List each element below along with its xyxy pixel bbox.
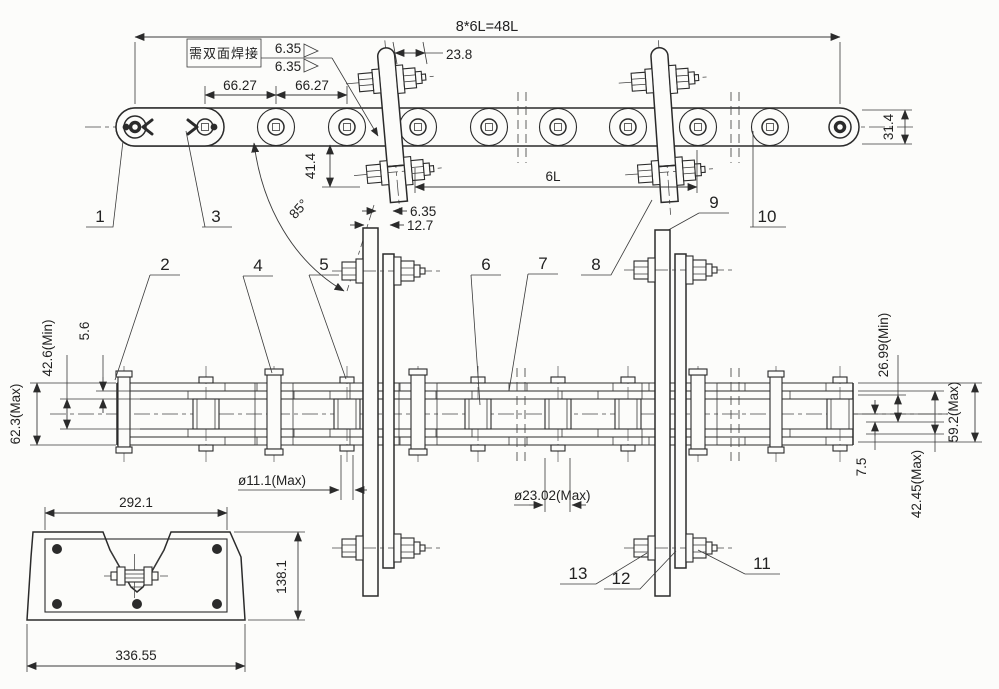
bracket-panel	[44, 538, 228, 613]
dim-pitch: 66.27 66.27	[204, 78, 348, 104]
dim-offset: 7.5	[854, 458, 869, 477]
break-lines-plan	[516, 368, 740, 461]
dim-6l-text: 6L	[545, 169, 561, 184]
dim-outer-max: 62.3(Max)	[8, 384, 23, 445]
part-label-7: 7	[538, 254, 547, 273]
dim-33655-text: 336.55	[115, 648, 156, 663]
part-label-12: 12	[612, 569, 631, 588]
part-label-11: 11	[753, 554, 771, 573]
callout-7: 7	[508, 254, 558, 392]
part-label-13: 13	[569, 564, 588, 583]
att1-bolt-bottom	[332, 533, 444, 563]
dim-overall-text: 8*6L=48L	[456, 19, 519, 35]
callout-1: 1	[86, 140, 124, 228]
pin-heads	[198, 376, 848, 452]
dim-1381-text: 138.1	[274, 560, 289, 594]
connecting-link	[115, 107, 225, 147]
dim-overall-length: 8*6L=48L	[134, 19, 841, 104]
callout-9: 9	[662, 193, 729, 234]
weld-note-text: 需双面焊接	[189, 46, 259, 61]
weld-callout: 需双面焊接 6.35 6.35	[186, 38, 379, 137]
att1-bolt-top	[332, 256, 444, 286]
callout-10: 10	[750, 131, 786, 228]
rollers	[192, 376, 854, 452]
plain-pins	[115, 370, 785, 454]
plan-view-section: 62.3(Max) 42.6(Min) 5.6 59.2(Max) 42.45(…	[8, 199, 982, 597]
dim-bracket-inner: 292.1	[44, 495, 228, 530]
bracket-end-view: 292.1 336.55 138.1	[26, 495, 305, 672]
part-label-9: 9	[709, 193, 718, 212]
bolt-bottom	[365, 155, 435, 186]
dim-attwidth-text: 23.8	[446, 47, 472, 62]
bracket-holes	[52, 544, 222, 609]
dim-pin-diameter: ø11.1(Max)	[238, 455, 367, 500]
dim-635-text: 6.35	[410, 204, 436, 219]
att2-bolt-bottom	[624, 533, 736, 563]
dims-right: 59.2(Max) 42.45(Max) 26.99(Min) 7.5	[853, 313, 982, 518]
dim-attachment-width: 23.8	[392, 41, 472, 65]
dim-angle-text: 85°	[286, 196, 311, 221]
callout-2: 2	[114, 255, 180, 381]
dim-plate-thickness: 6.35 12.7	[350, 204, 436, 233]
att2-bolt-top	[624, 255, 736, 285]
callout-12: 12	[604, 550, 677, 590]
dim-roller-diameter: ø23.02(Max)	[514, 458, 591, 512]
dim-bracket-overall: 336.55	[26, 624, 246, 672]
dim-pin-dia-text: ø11.1(Max)	[238, 473, 306, 488]
callout-11: 11	[697, 549, 780, 575]
dim-plate-thk: 5.6	[77, 322, 92, 341]
callout-13: 13	[560, 552, 648, 585]
weld-size-lower: 6.35	[275, 59, 301, 74]
part-label-4: 4	[253, 256, 262, 275]
dim-bracket-height: 138.1	[234, 531, 305, 621]
part-label-8: 8	[591, 255, 600, 274]
callout-5: 5	[308, 255, 347, 380]
dim-pitch-b: 66.27	[295, 78, 329, 93]
top-view-elevation: 8*6L=48L 66.27 66.27 需双面焊接 6.35 6.35 23.…	[85, 19, 915, 292]
cotter-pin-marks	[122, 118, 218, 136]
dim-roller-dia-text: ø23.02(Max)	[514, 488, 591, 503]
part-label-6: 6	[481, 255, 490, 274]
connecting-pin-assemblies	[254, 368, 718, 456]
dim-attachment-drop: 41.4	[303, 144, 360, 188]
callout-8: 8	[581, 199, 653, 276]
dim-inner-min: 42.6(Min)	[40, 319, 55, 376]
callout-4: 4	[242, 256, 273, 374]
dim-plate-height: 31.4	[862, 109, 912, 145]
bolt-top	[630, 64, 700, 95]
part-label-2: 2	[160, 255, 169, 274]
part-label-10: 10	[758, 207, 777, 226]
dim-127-text: 12.7	[407, 218, 433, 233]
dims-left: 62.3(Max) 42.6(Min) 5.6	[8, 319, 190, 446]
dim-31-text: 31.4	[881, 113, 896, 140]
dim-414-text: 41.4	[303, 152, 318, 179]
dim-roller-max: 42.45(Max)	[909, 450, 924, 518]
part-label-3: 3	[211, 207, 220, 226]
chain-pins	[123, 115, 852, 139]
break-lines-top	[517, 92, 740, 163]
weld-size-upper: 6.35	[275, 41, 301, 56]
part-label-1: 1	[95, 207, 104, 226]
dim-attachment-pitch: 6L	[414, 150, 698, 193]
callout-3: 3	[185, 130, 232, 228]
attachment-plates-side	[332, 227, 736, 597]
dim-pitch-a: 66.27	[223, 78, 257, 93]
part-label-5: 5	[319, 255, 328, 274]
dim-2921-text: 292.1	[119, 495, 153, 510]
dim-over-pins: 59.2(Max)	[946, 382, 961, 443]
callout-6: 6	[470, 255, 501, 406]
dim-bush-min: 26.99(Min)	[876, 313, 891, 378]
bolt-top	[357, 64, 427, 95]
bracket-center-fitting	[104, 554, 168, 600]
